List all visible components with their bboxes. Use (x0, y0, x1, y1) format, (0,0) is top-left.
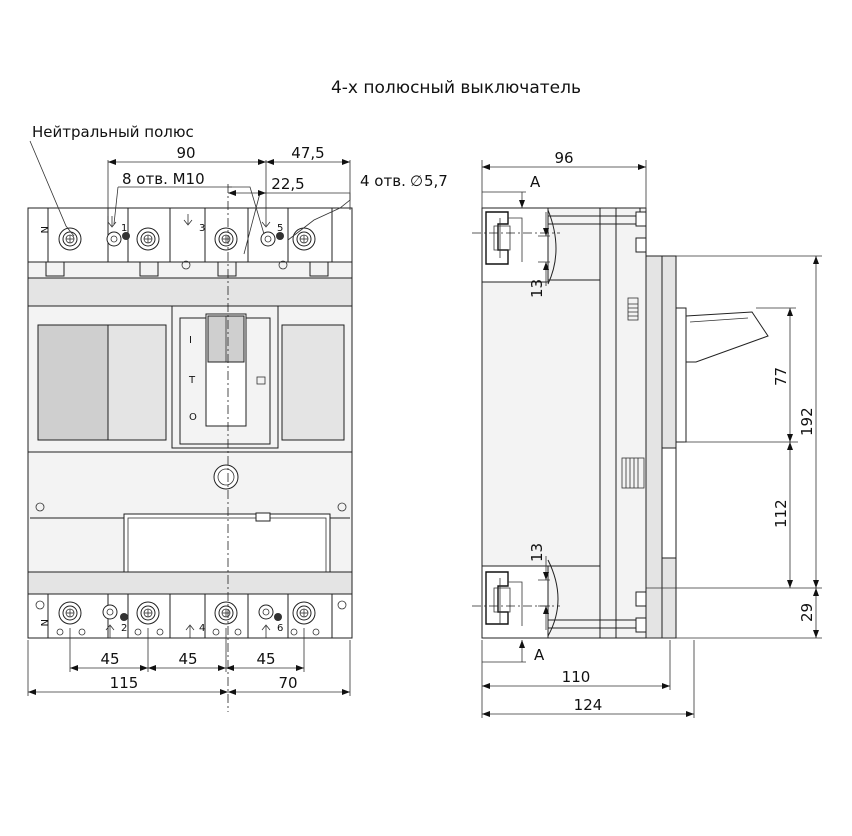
svg-text:96: 96 (554, 149, 573, 167)
svg-text:I: I (189, 335, 192, 346)
svg-text:13: 13 (528, 279, 546, 298)
test-button (213, 464, 239, 490)
svg-text:115: 115 (110, 674, 139, 692)
svg-text:192: 192 (798, 407, 816, 436)
svg-text:112: 112 (772, 499, 790, 528)
svg-text:45: 45 (100, 650, 119, 668)
svg-text:70: 70 (278, 674, 297, 692)
neutral-pole-label: Нейтральный полюс (32, 123, 194, 141)
svg-text:77: 77 (772, 367, 790, 386)
svg-text:5: 5 (277, 223, 283, 234)
svg-text:29: 29 (798, 603, 816, 622)
holes-m10-label: 8 отв. М10 (122, 170, 205, 188)
svg-text:T: T (188, 375, 196, 386)
svg-text:∅: ∅ (410, 172, 423, 190)
svg-text:45: 45 (178, 650, 197, 668)
nameplate (123, 513, 331, 581)
svg-text:22,5: 22,5 (271, 175, 304, 193)
svg-text:45: 45 (256, 650, 275, 668)
svg-text:4: 4 (199, 623, 205, 634)
bottom-terminal-n (58, 601, 82, 625)
side-view: A A 13 13 96 110 124 77 192 112 29 (472, 149, 822, 718)
svg-text:A: A (530, 173, 541, 191)
svg-text:N: N (38, 619, 49, 626)
page-title: 4-х полюсный выключатель (331, 78, 581, 98)
svg-text:124: 124 (574, 696, 603, 714)
svg-text:A: A (534, 646, 545, 664)
svg-text:4 отв.: 4 отв. (360, 172, 406, 190)
front-view: I T O (27, 123, 448, 712)
svg-text:47,5: 47,5 (291, 144, 324, 162)
top-terminal-1 (136, 227, 160, 251)
top-terminal-5 (292, 227, 316, 251)
svg-text:N: N (38, 226, 49, 233)
svg-text:1: 1 (121, 223, 127, 234)
svg-text:13: 13 (528, 543, 546, 562)
svg-text:6: 6 (277, 623, 283, 634)
svg-text:110: 110 (562, 668, 591, 686)
svg-text:2: 2 (121, 623, 127, 634)
bottom-terminal-2 (136, 601, 160, 625)
svg-text:5,7: 5,7 (424, 172, 448, 190)
top-terminal-3 (214, 227, 238, 251)
svg-text:O: O (189, 412, 197, 423)
svg-text:90: 90 (176, 144, 195, 162)
bottom-terminal-4 (214, 601, 238, 625)
svg-text:3: 3 (199, 223, 205, 234)
bottom-terminal-6 (292, 601, 316, 625)
